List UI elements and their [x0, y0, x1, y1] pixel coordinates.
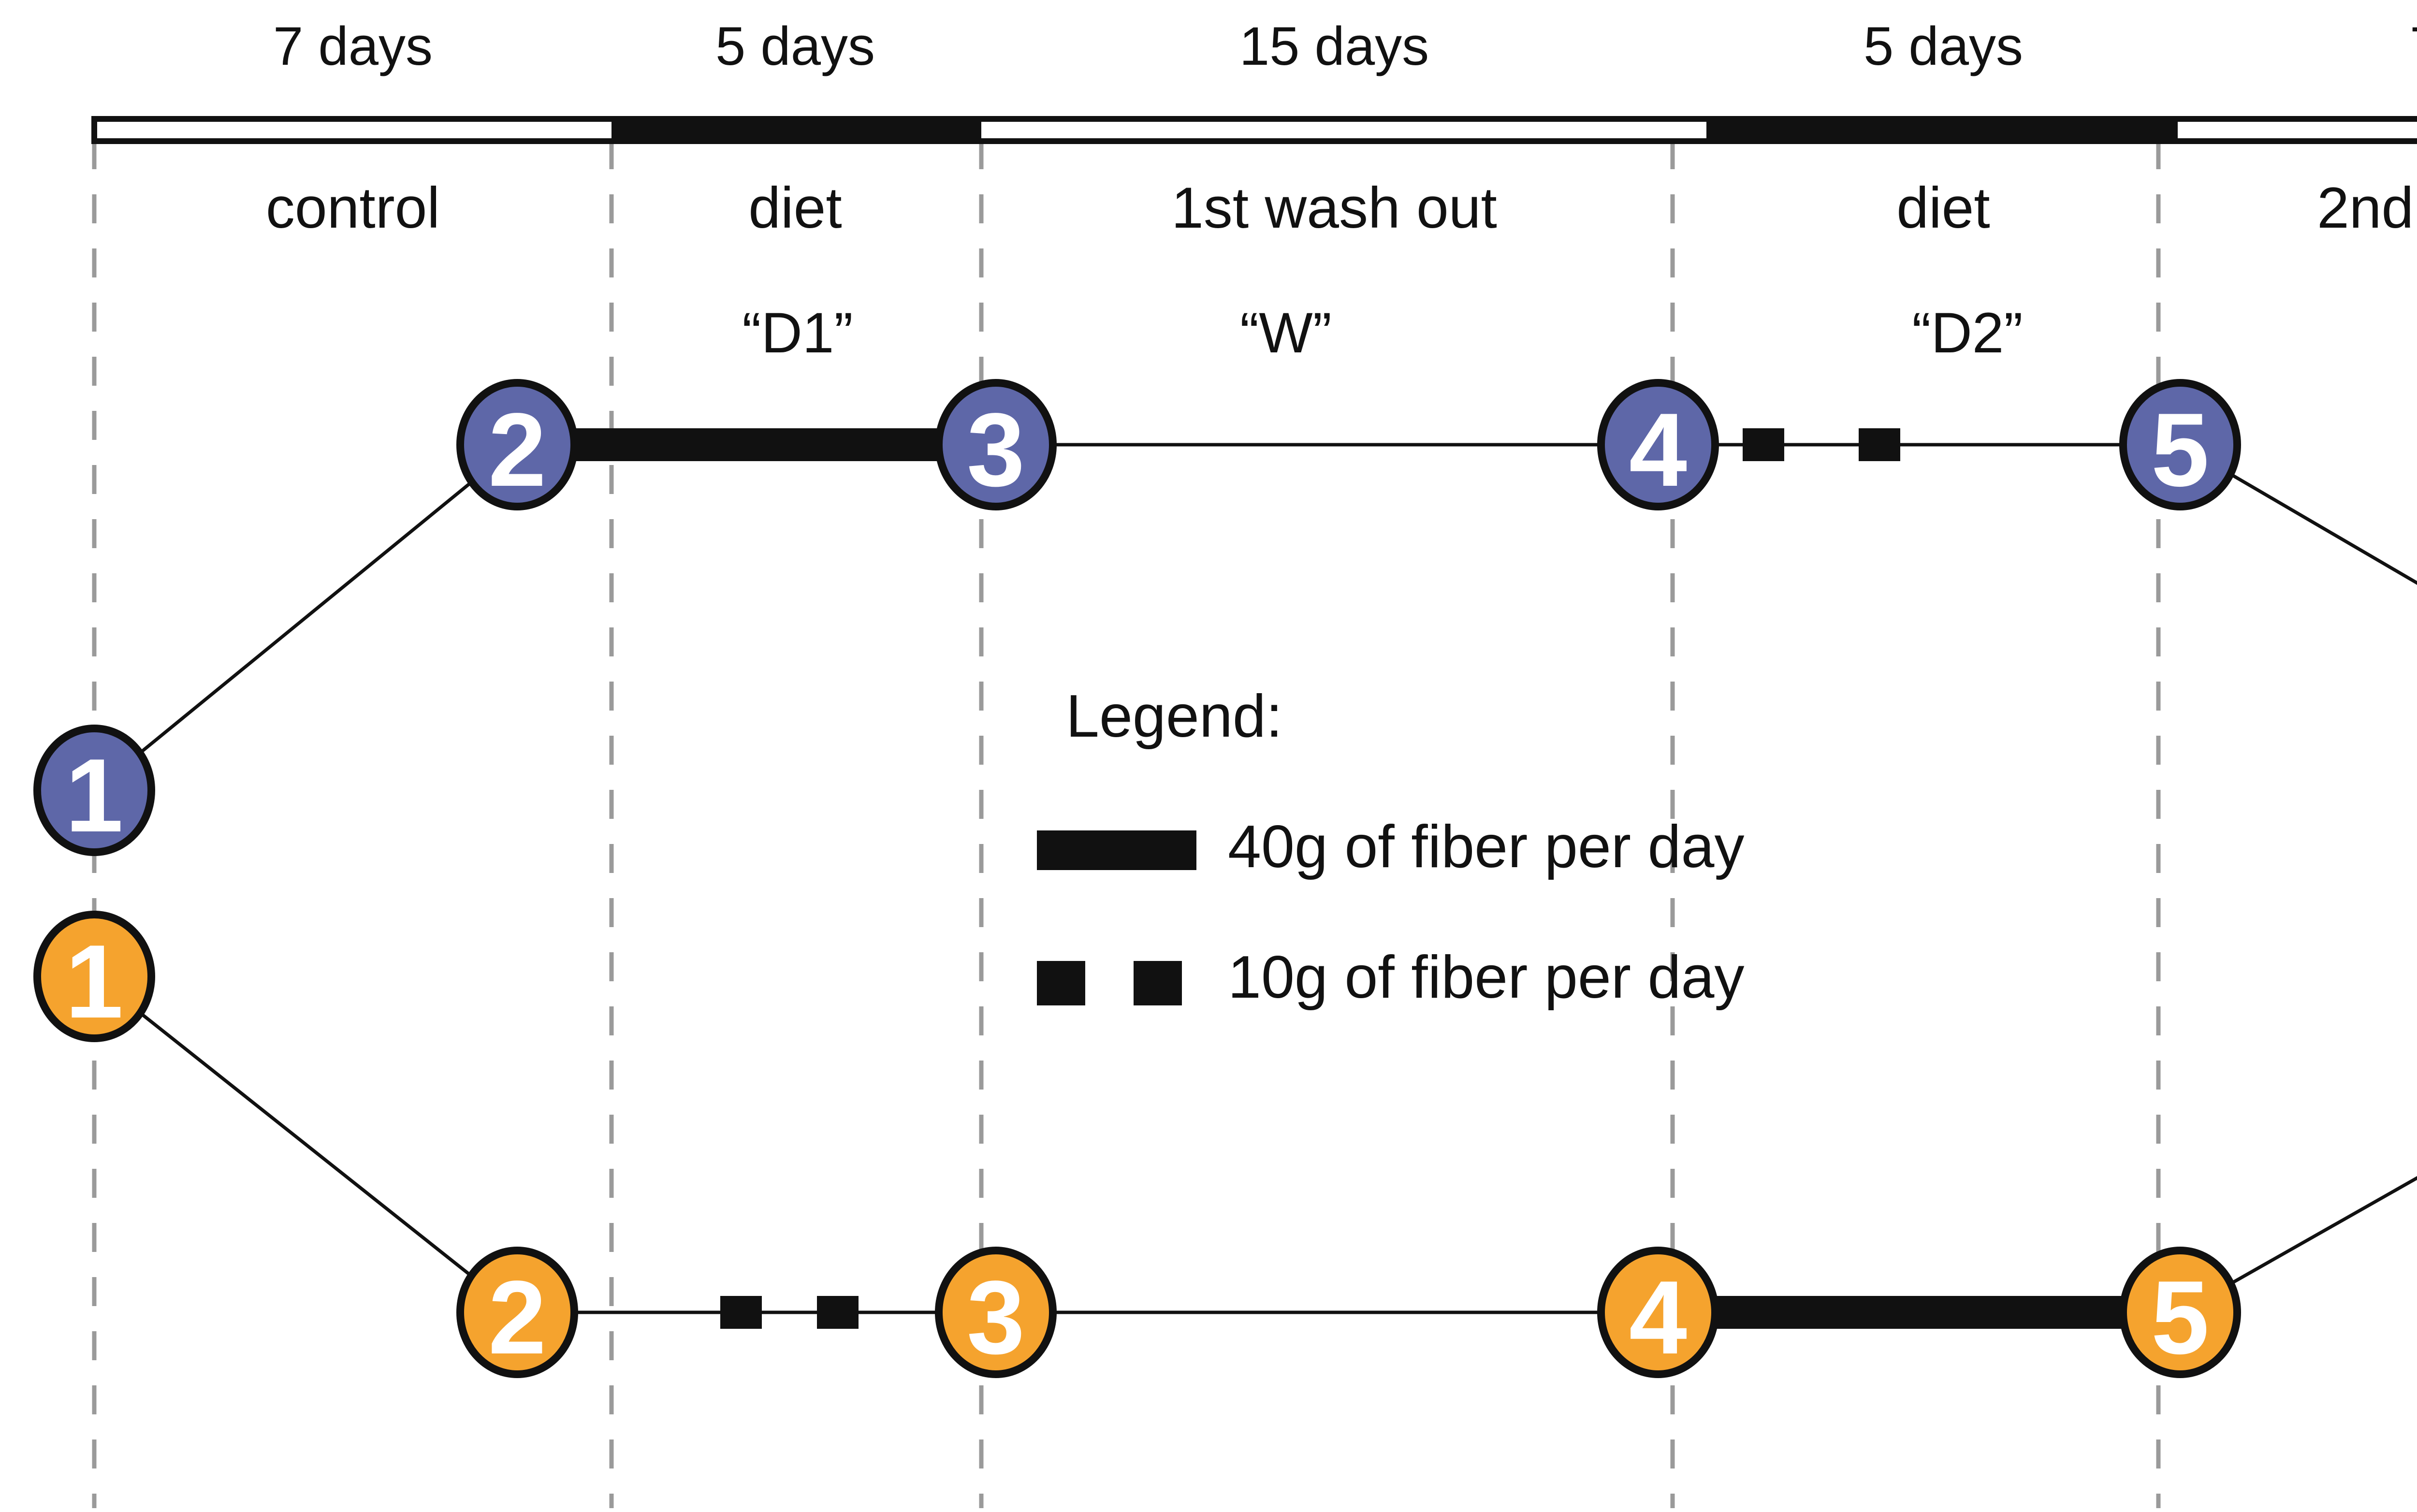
node-circle: [2119, 379, 2241, 510]
node-circle: [935, 379, 1057, 510]
duration-label: 7 days: [273, 16, 433, 76]
node-orange-1[interactable]: 1: [33, 911, 155, 1042]
arm-blue: 1 2 3 4 5 6: [33, 379, 2417, 856]
link-thin: [93, 443, 519, 792]
legend-item-label-40g: 40g of fiber per day: [1228, 814, 1745, 880]
link-thick-solid-40g: [517, 428, 996, 461]
legend-swatch-dash-block: [1134, 961, 1182, 1005]
node-blue-2[interactable]: 2: [456, 379, 578, 510]
link-thin: [2179, 1176, 2417, 1314]
node-circle: [456, 379, 578, 510]
duration-label: 15 days: [1239, 16, 1429, 76]
node-circle: [456, 1247, 578, 1378]
link-dash-block: [1859, 428, 1900, 461]
legend-swatch-dash-block: [1037, 961, 1085, 1005]
interval-code-w: “W”: [1240, 301, 1332, 365]
interval-code-d2: “D2”: [1912, 301, 2023, 365]
node-circle: [1597, 379, 1719, 510]
node-blue-5[interactable]: 5: [2119, 379, 2241, 510]
link-dash-block: [720, 1296, 762, 1329]
node-orange-2[interactable]: 2: [456, 1247, 578, 1378]
phase-label-diet-1: diet: [748, 175, 842, 240]
node-orange-4[interactable]: 4: [1597, 1247, 1719, 1378]
node-label: 2: [488, 1259, 546, 1376]
node-label: 4: [1629, 1259, 1687, 1376]
link-thick-solid-40g: [1658, 1296, 2180, 1329]
link-dash-block: [1743, 428, 1784, 461]
link-thin: [93, 975, 519, 1314]
node-blue-1[interactable]: 1: [33, 725, 155, 856]
node-label: 2: [488, 391, 546, 508]
link-dash-block: [817, 1296, 859, 1329]
node-label: 3: [967, 391, 1025, 508]
node-circle: [33, 725, 155, 856]
duration-label: 7 days: [2410, 19, 2417, 73]
node-blue-4[interactable]: 4: [1597, 379, 1719, 510]
node-orange-5[interactable]: 5: [2119, 1247, 2241, 1378]
duration-label: 5 days: [1864, 16, 2023, 76]
node-label: 5: [2151, 1259, 2209, 1376]
timeline-segment-diet-2: [1706, 116, 2178, 144]
legend-swatch-solid-bar: [1037, 830, 1196, 870]
duration-label: 5 days: [715, 16, 875, 76]
node-label: 1: [65, 923, 123, 1040]
timeline-segment-diet-1: [612, 116, 981, 144]
node-orange-3[interactable]: 3: [935, 1247, 1057, 1378]
node-circle: [33, 911, 155, 1042]
node-circle: [1597, 1247, 1719, 1378]
node-label: 1: [65, 737, 123, 854]
node-circle: [935, 1247, 1057, 1378]
phase-label-washout-1: 1st wash out: [1171, 175, 1497, 240]
node-label: 3: [967, 1259, 1025, 1376]
node-label: 5: [2151, 391, 2209, 508]
interval-code-d1: “D1”: [742, 301, 853, 365]
node-circle: [2119, 1247, 2241, 1378]
phase-label-diet-2: diet: [1896, 175, 1990, 240]
phase-label-control: control: [265, 175, 440, 240]
arm-orange: 1 2 3 4 5 6: [33, 911, 2417, 1378]
legend-swatches: [1037, 830, 1196, 1005]
legend-title: Legend:: [1066, 683, 1283, 750]
node-blue-3[interactable]: 3: [935, 379, 1057, 510]
legend-item-label-10g: 10g of fiber per day: [1228, 944, 1745, 1011]
node-label: 4: [1629, 391, 1687, 508]
link-thin: [2179, 443, 2417, 585]
timeline-bar: [91, 116, 2417, 144]
phase-label-washout-2: 2nd wash out: [2317, 175, 2417, 240]
